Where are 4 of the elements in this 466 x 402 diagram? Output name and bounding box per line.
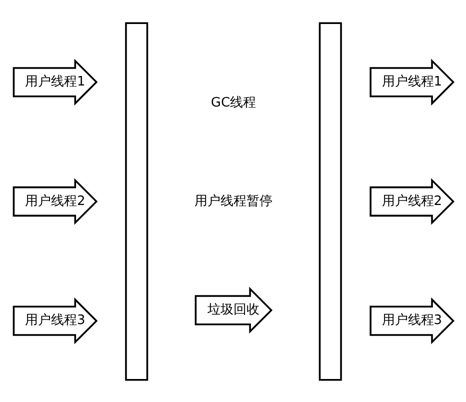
label: GC线程 xyxy=(210,95,256,110)
node-bar xyxy=(318,22,342,380)
label: 用户线程暂停 xyxy=(194,193,272,208)
node-bar xyxy=(124,22,148,380)
